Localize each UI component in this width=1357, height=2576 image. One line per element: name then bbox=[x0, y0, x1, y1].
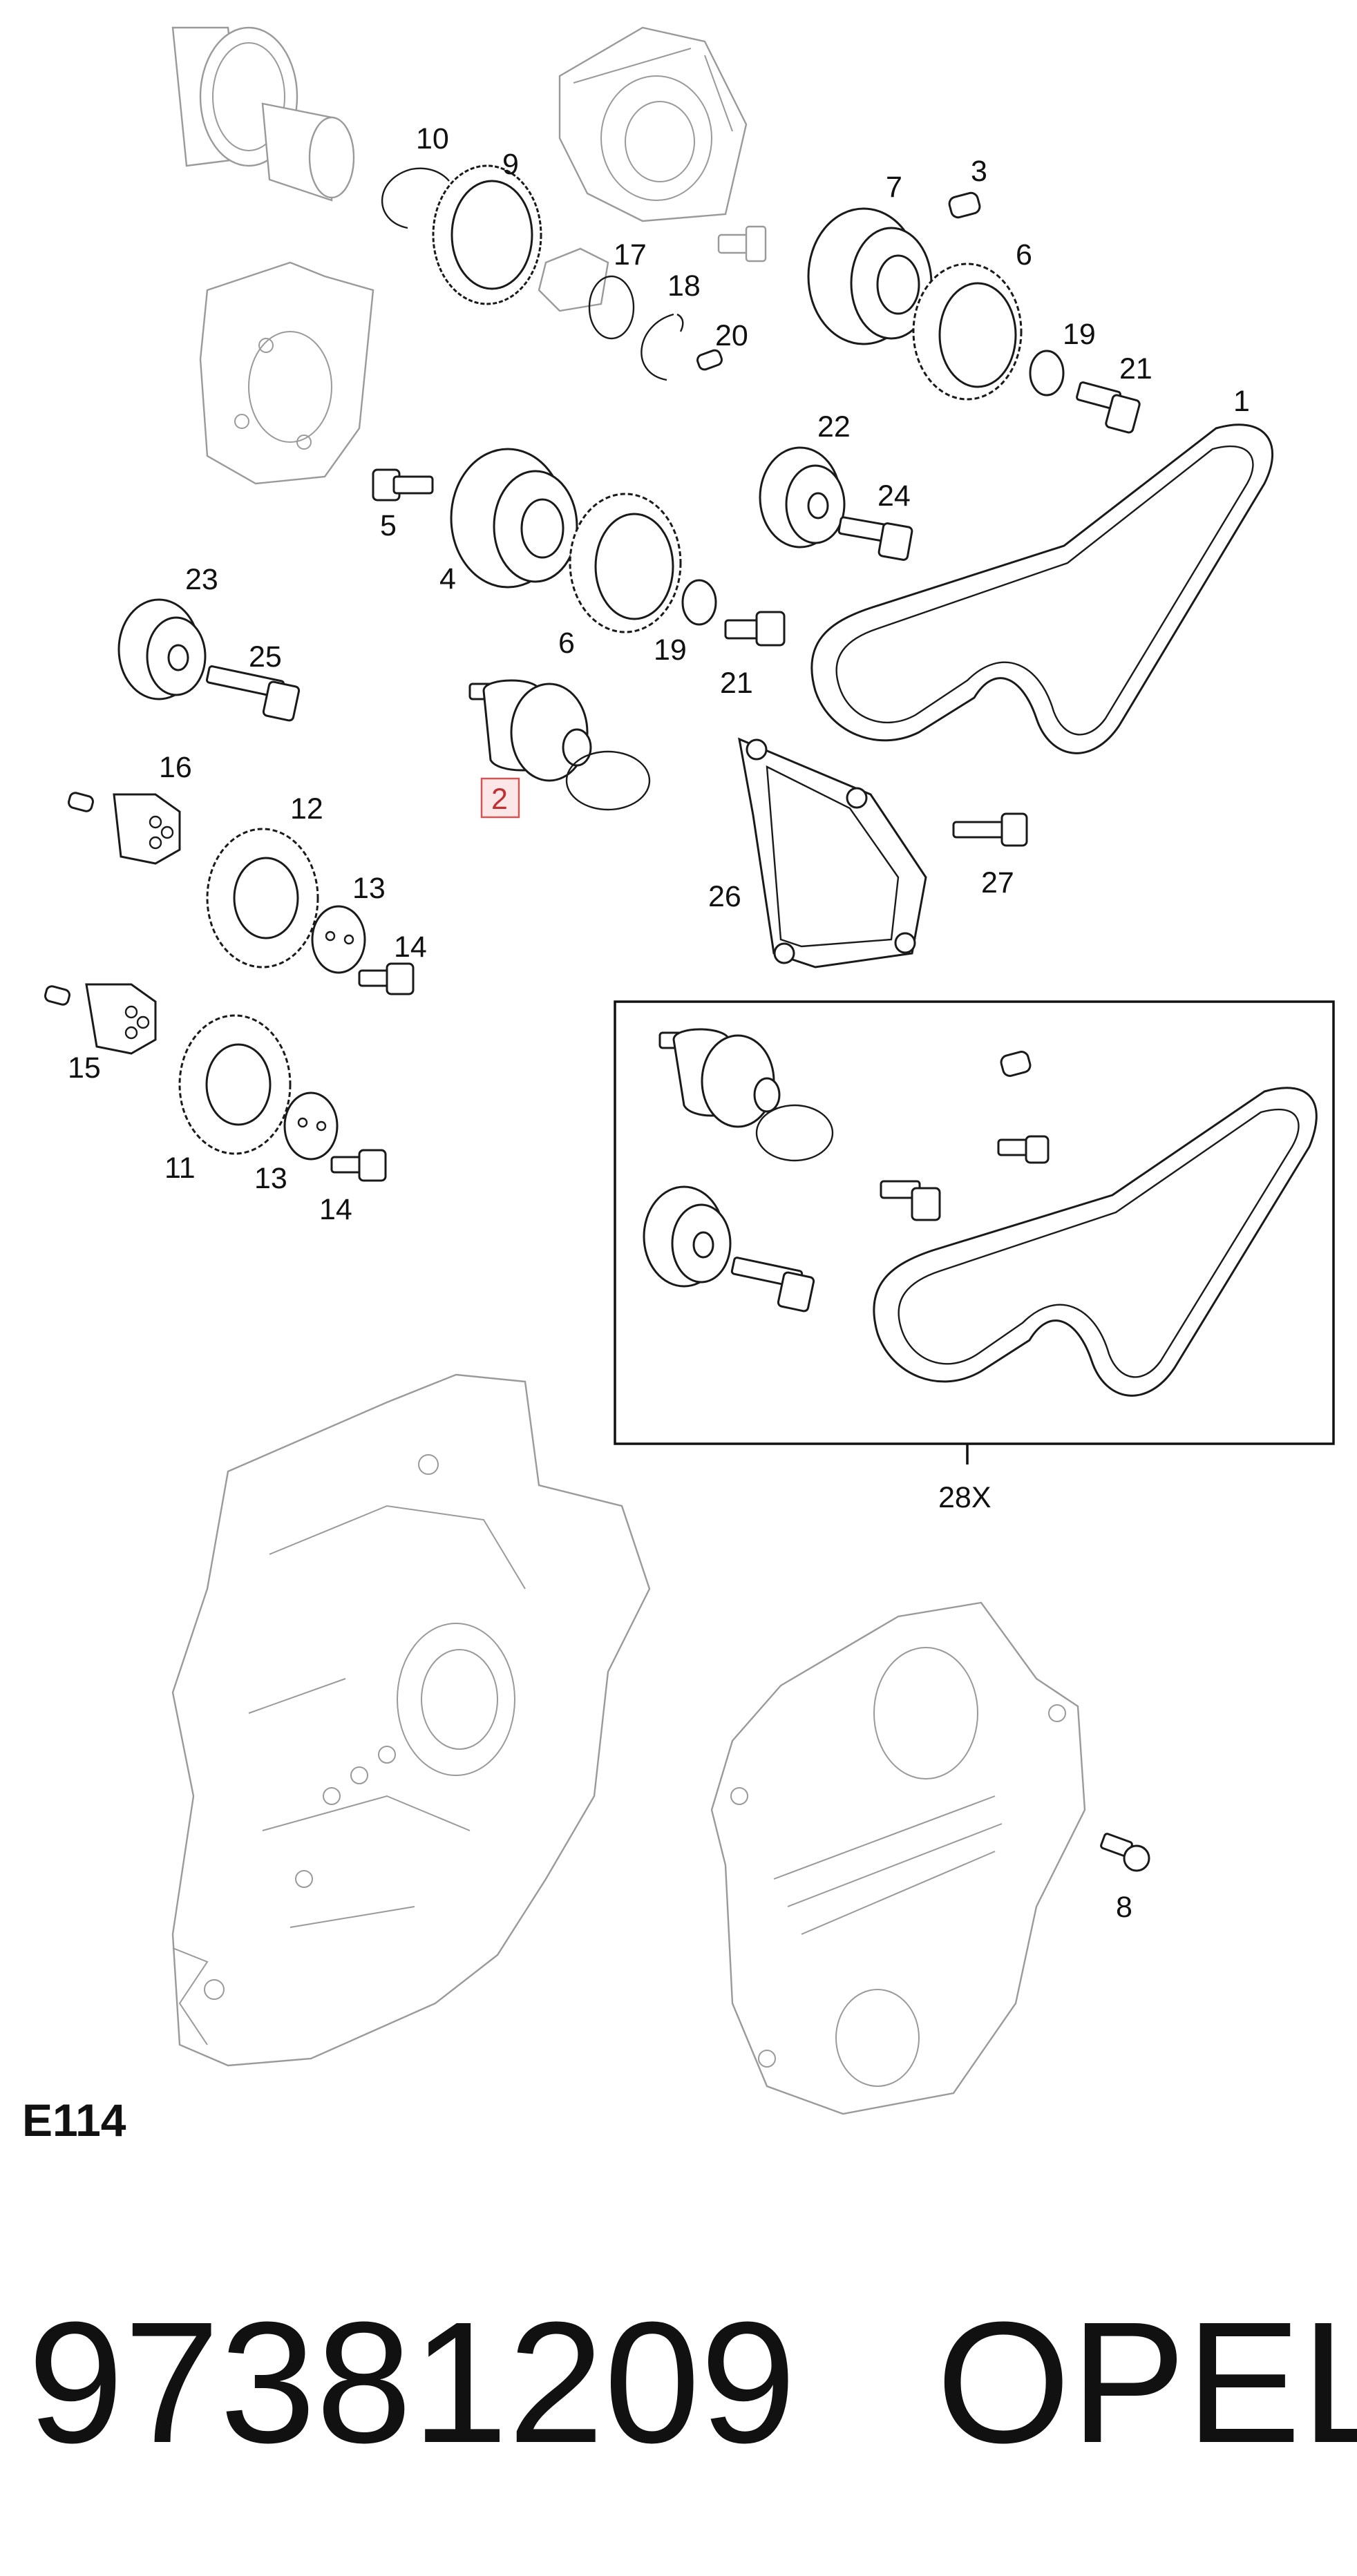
pin-15-illustration bbox=[44, 985, 70, 1006]
kit-28x-panel bbox=[614, 1000, 1335, 1464]
callout-10: 10 bbox=[416, 122, 449, 155]
callout-2: 2 bbox=[491, 783, 508, 816]
part-number: 97381209 bbox=[28, 2286, 796, 2479]
diagram-code: E114 bbox=[22, 2095, 126, 2146]
callout-14b: 14 bbox=[319, 1193, 352, 1226]
callout-19a: 19 bbox=[1063, 318, 1096, 351]
plate-13-upper-illustration bbox=[311, 905, 366, 974]
callout-16: 16 bbox=[159, 751, 192, 784]
callout-13b: 13 bbox=[254, 1162, 287, 1195]
mounting-bracket-26-illustration bbox=[738, 737, 927, 969]
callout-5: 5 bbox=[380, 509, 397, 542]
callout-1: 1 bbox=[1233, 385, 1250, 418]
callout-17: 17 bbox=[614, 238, 647, 271]
callout-23: 23 bbox=[185, 563, 218, 596]
sprocket-6-middle-illustration bbox=[569, 493, 682, 633]
callout-21a: 21 bbox=[1119, 352, 1152, 385]
bolt-8-illustration bbox=[1100, 1833, 1150, 1872]
callout-21b: 21 bbox=[720, 667, 753, 700]
callout-9: 9 bbox=[502, 148, 519, 181]
bolt-27-illustration bbox=[952, 812, 1028, 847]
callout-18: 18 bbox=[667, 269, 701, 303]
callout-27: 27 bbox=[981, 866, 1014, 899]
callout-25: 25 bbox=[249, 640, 282, 674]
callout-3: 3 bbox=[971, 155, 987, 188]
drive-belt-1-illustration bbox=[810, 423, 1273, 754]
pulley-4-illustration bbox=[450, 448, 578, 589]
idler-pulley-22-illustration bbox=[759, 446, 846, 548]
gear-9-illustration bbox=[432, 164, 542, 305]
circlip-18-illustration bbox=[640, 313, 684, 381]
callout-12: 12 bbox=[290, 792, 323, 826]
callout-13a: 13 bbox=[352, 872, 386, 905]
hub-16-illustration bbox=[113, 793, 181, 865]
bolt-5-illustration bbox=[372, 468, 434, 502]
callout-14a: 14 bbox=[394, 931, 427, 964]
bolt-near-gear-illustration bbox=[717, 225, 767, 263]
crankshaft-gear-illustration bbox=[171, 26, 355, 202]
bolt-14-upper-illustration bbox=[358, 962, 415, 995]
callout-8: 8 bbox=[1116, 1891, 1132, 1924]
plate-13-lower-illustration bbox=[283, 1091, 339, 1161]
callout-15: 15 bbox=[68, 1051, 101, 1085]
bolt-25-illustration bbox=[205, 665, 301, 722]
callout-4: 4 bbox=[439, 562, 456, 595]
callout-22: 22 bbox=[817, 410, 851, 443]
gear-11-illustration bbox=[178, 1014, 292, 1155]
callout-26: 26 bbox=[708, 880, 741, 913]
retaining-plate-17-illustration bbox=[538, 247, 609, 312]
brand-name: OPEL bbox=[936, 2286, 1357, 2479]
idler-pulley-23-illustration bbox=[117, 598, 207, 700]
callout-6a: 6 bbox=[1016, 238, 1032, 271]
callout-24: 24 bbox=[877, 479, 911, 513]
injection-pump-housing-illustration bbox=[199, 261, 374, 485]
callout-20: 20 bbox=[715, 319, 748, 352]
callout-7: 7 bbox=[886, 171, 902, 204]
hub-15-illustration bbox=[85, 983, 157, 1055]
belt-tensioner-2-illustration bbox=[468, 679, 651, 811]
callout-19b: 19 bbox=[654, 633, 687, 667]
bolt-24-illustration bbox=[837, 516, 913, 561]
engine-block-illustration bbox=[171, 1373, 651, 2067]
timing-cover-illustration bbox=[710, 1601, 1086, 2115]
gear-12-illustration bbox=[206, 828, 319, 969]
pin-20-illustration bbox=[696, 349, 723, 371]
washer-19-middle-illustration bbox=[681, 579, 717, 626]
circlip-10-illustration bbox=[381, 167, 450, 229]
sprocket-6-upper-illustration bbox=[912, 263, 1023, 401]
pump-housing-illustration bbox=[558, 26, 748, 222]
kit-label-28x: 28X bbox=[938, 1481, 991, 1514]
pin-16-illustration bbox=[68, 792, 94, 812]
bolt-21-upper-illustration bbox=[1076, 381, 1141, 434]
bolt-14-lower-illustration bbox=[330, 1149, 387, 1182]
pulley-7-illustration bbox=[807, 207, 933, 345]
callout-6b: 6 bbox=[558, 627, 575, 660]
seal-ring-17-illustration bbox=[588, 275, 635, 340]
callout-11: 11 bbox=[164, 1152, 196, 1185]
highlight-box-callout-2 bbox=[480, 777, 520, 819]
dowel-3-illustration bbox=[948, 191, 981, 219]
bolt-21-middle-illustration bbox=[724, 611, 786, 647]
washer-19-upper-illustration bbox=[1029, 350, 1065, 397]
